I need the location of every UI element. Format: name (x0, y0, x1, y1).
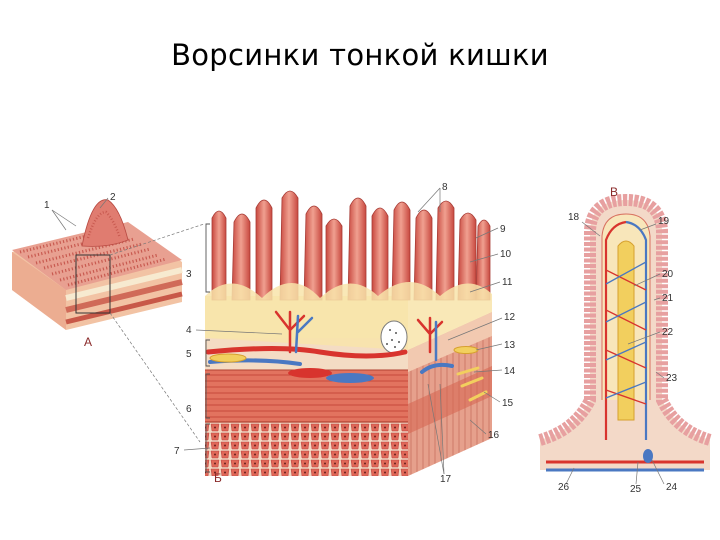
panel-label-a: А (84, 335, 92, 349)
label-12: 12 (504, 312, 516, 323)
label-5: 5 (186, 349, 192, 360)
label-8: 8 (442, 182, 448, 193)
panel-a-fold (82, 200, 128, 247)
label-2: 2 (110, 192, 116, 203)
central-lacteal (618, 241, 634, 420)
panel-label-b: Б (214, 471, 222, 485)
label-20: 20 (662, 269, 674, 280)
label-19: 19 (658, 216, 670, 227)
panel-v-villus (540, 200, 710, 470)
label-24: 24 (666, 482, 678, 493)
label-1: 1 (44, 200, 50, 211)
label-10: 10 (500, 249, 512, 260)
label-4: 4 (186, 325, 192, 336)
panel-a-wall-block (12, 200, 204, 442)
label-18: 18 (568, 212, 580, 223)
label-25: 25 (630, 484, 642, 495)
label-16: 16 (488, 430, 500, 441)
longitudinal-muscle-layer (205, 422, 408, 476)
label-23: 23 (666, 373, 678, 384)
label-15: 15 (502, 398, 514, 409)
label-9: 9 (500, 224, 506, 235)
label-11: 11 (502, 277, 513, 288)
label-26: 26 (558, 482, 570, 493)
label-7: 7 (174, 446, 180, 457)
lymph-nodule (381, 321, 407, 353)
label-22: 22 (662, 327, 674, 338)
label-17: 17 (440, 474, 452, 485)
label-3: 3 (186, 269, 192, 280)
label-14: 14 (504, 366, 516, 377)
label-13: 13 (504, 340, 516, 351)
label-21: 21 (662, 293, 674, 304)
panel-label-v: В (610, 185, 618, 199)
label-6: 6 (186, 404, 192, 415)
panel-b-block (205, 191, 492, 476)
